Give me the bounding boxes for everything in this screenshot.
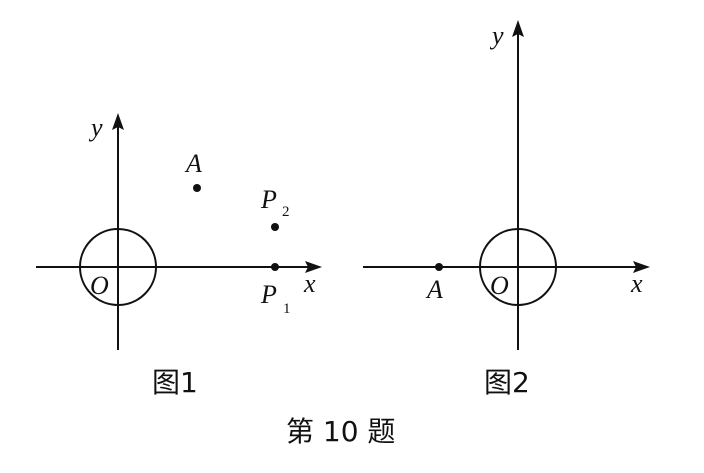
fig1-x-label: x — [303, 269, 316, 298]
fig1-y-label: y — [88, 113, 103, 142]
figure-2: y x O A 图2 — [363, 20, 650, 399]
figure-1: y x O A P 2 P 1 图1 — [36, 113, 322, 399]
fig2-caption: 图2 — [484, 366, 530, 399]
fig1-origin-label: O — [90, 271, 109, 300]
fig2-point-a-dot — [435, 263, 443, 271]
fig1-point-a-label: A — [184, 149, 202, 178]
fig1-point-p2-subscript: 2 — [282, 204, 290, 220]
fig2-circle — [479, 228, 557, 306]
fig2-origin-label: O — [490, 271, 509, 300]
fig2-x-axis-arrow-icon — [633, 261, 650, 273]
fig2-y-axis-arrow-icon — [512, 20, 524, 37]
fig2-x-label: x — [630, 269, 643, 298]
fig1-y-axis-arrow-icon — [112, 113, 124, 130]
fig1-point-a-dot — [193, 184, 201, 192]
fig1-point-p2-dot — [271, 223, 279, 231]
fig2-point-a-label: A — [425, 275, 443, 304]
fig1-circle — [79, 228, 157, 306]
fig2-y-label: y — [489, 21, 504, 50]
problem-label: 第 10 题 — [286, 415, 395, 448]
fig1-point-p2-label: P — [260, 185, 277, 214]
fig1-point-p1-subscript: 1 — [283, 301, 291, 317]
fig1-caption: 图1 — [152, 366, 198, 399]
fig1-point-p1-dot — [271, 263, 279, 271]
fig1-x-axis-arrow-icon — [305, 261, 322, 273]
fig1-point-p1-label: P — [260, 280, 277, 309]
